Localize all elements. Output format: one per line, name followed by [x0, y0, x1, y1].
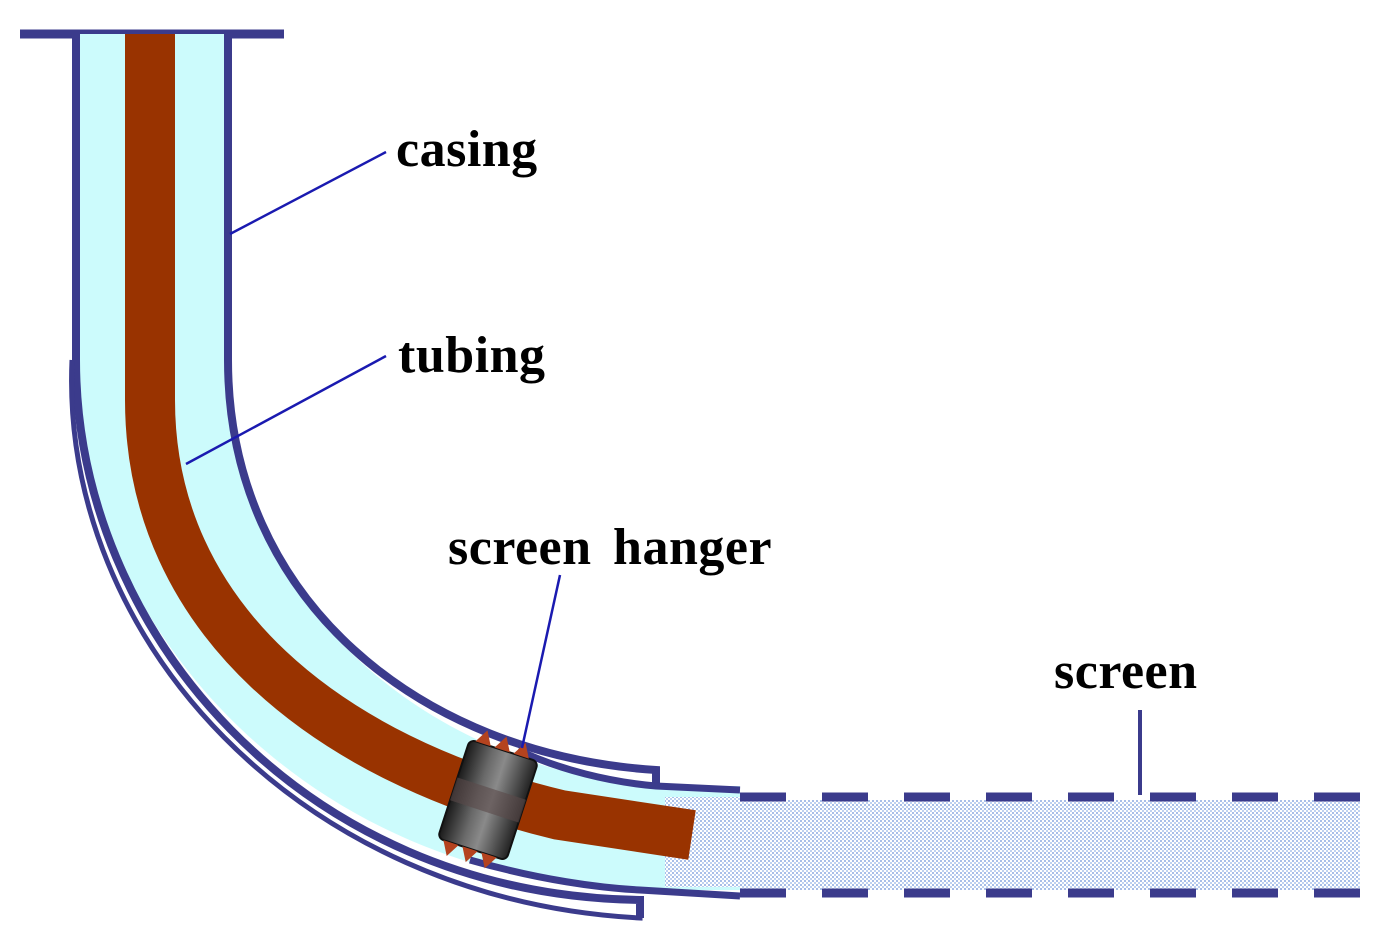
- liner-upper-wall: [516, 746, 741, 794]
- casing-label: casing: [396, 121, 538, 178]
- casing-leader-line: [229, 150, 387, 236]
- screen-hanger-icon: [438, 730, 538, 869]
- screen-body: [740, 800, 1360, 890]
- tubing-label: tubing: [398, 327, 546, 384]
- annulus-fluid: [76, 34, 665, 890]
- screen-label: screen: [1054, 643, 1198, 700]
- casing-outer-shoe: [69, 359, 643, 921]
- screen-hanger-leader-line: [520, 574, 562, 749]
- screen-hanger-label: screen hanger: [448, 519, 773, 576]
- casing-outer-wall: [72, 34, 644, 918]
- tubing-leader-line: [185, 354, 387, 466]
- liner-lower-wall: [469, 856, 741, 900]
- casing-inner-wall: [224, 34, 660, 786]
